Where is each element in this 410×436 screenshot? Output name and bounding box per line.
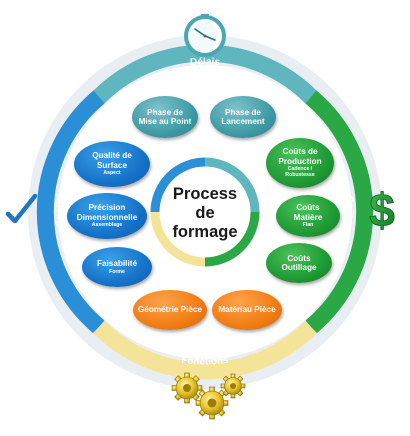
clock-icon	[184, 14, 226, 57]
node-faisabilite: Faisabilité Forme	[82, 247, 152, 287]
node-label-line1: Coûts de	[282, 147, 318, 157]
center-label-line2: de	[195, 204, 215, 222]
fonctions-ring-arc	[92, 320, 318, 380]
node-sublabel-2: Robustesse	[285, 172, 315, 179]
node-geometrie-piece: Géométrie Pièce	[133, 290, 207, 330]
inner-ring-blue	[150, 157, 206, 213]
ring-label-couts: Coûts	[343, 195, 355, 225]
node-label-line1: Phase de	[225, 107, 261, 117]
inner-ring-yellow	[150, 211, 206, 267]
node-label-line1: Phase de	[147, 107, 183, 117]
node-sublabel: Assemblage	[91, 222, 123, 229]
gears-icon	[171, 372, 246, 420]
node-sublabel: Forme	[109, 268, 125, 275]
node-label-line2: Matière	[293, 212, 323, 222]
node-label-line1: Coûts	[287, 253, 311, 263]
node-label-line1: Précision	[88, 203, 126, 213]
node-label-line1: Faisabilité	[96, 259, 138, 269]
center-label-line3: formage	[172, 223, 238, 241]
node-sublabel-1: Cadence /	[287, 166, 313, 173]
node-label-line2: Dimensionnelle	[76, 212, 138, 222]
dollar-icon: $	[369, 184, 395, 237]
node-label-line1: Coûts	[296, 203, 320, 213]
node-couts-production: Coûts de Production Cadence / Robustesse	[266, 138, 334, 188]
ring-label-qualite: Qualité	[55, 192, 67, 228]
node-label-line2: Outillage	[281, 263, 317, 272]
node-qualite-surface: Qualité de Surface Aspect	[74, 141, 150, 187]
node-sublabel: Flan	[302, 222, 314, 229]
inner-ring-green	[204, 211, 260, 267]
node-precision-dimensionnelle: Précision Dimensionnelle Assemblage	[67, 193, 147, 239]
node-label-line1: Qualité de	[92, 151, 132, 161]
node-couts-outillage: Coûts Outillage	[266, 243, 332, 283]
node-label-line2: Mise au Point	[138, 117, 192, 126]
node-label-line2: Lancement	[221, 117, 265, 126]
inner-ring-center	[160, 167, 250, 257]
checkmark-icon	[5, 193, 38, 224]
node-couts-matiere: Coûts Matière Flan	[276, 195, 340, 237]
node-materiau-piece: Matériau Pièce	[212, 290, 282, 330]
ring-label-delais: Délais	[190, 57, 221, 69]
node-phase-lancement: Phase de Lancement	[210, 96, 276, 138]
center-label-line1: Process	[172, 185, 238, 203]
node-label-line1: Géométrie Pièce	[137, 305, 203, 315]
center-label: Process de formage	[155, 185, 255, 242]
node-label-line2: Production	[278, 156, 322, 166]
node-label-line1: Matériau Pièce	[218, 305, 276, 315]
qualite-ring-arc	[36, 90, 105, 334]
inner-ring-teal	[204, 157, 260, 213]
node-label-line2: Surface	[96, 160, 128, 170]
ring-label-fonctions: Fonctions	[181, 355, 230, 368]
svg-text:$: $	[369, 184, 395, 236]
node-sublabel: Aspect	[103, 170, 121, 177]
couts-ring-arc	[305, 90, 374, 334]
node-phase-mise-au-point: Phase de Mise au Point	[132, 96, 198, 138]
